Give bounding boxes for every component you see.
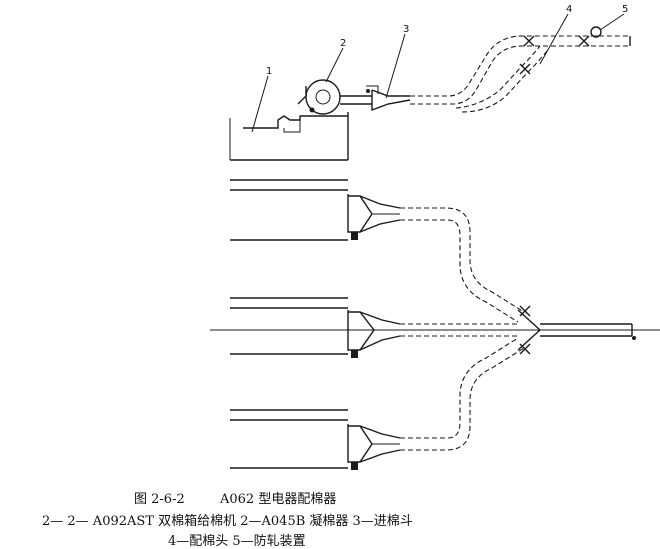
- top-pipe-outer: [410, 35, 630, 97]
- figure-number: 图 2-6-2: [134, 492, 185, 507]
- feeder-step: [283, 120, 301, 133]
- condenser-duct: [350, 95, 372, 105]
- feeder-unit-2: [210, 297, 660, 358]
- anti-jam-device: [590, 26, 631, 46]
- label-leaders: 1 2 3 4 5: [251, 4, 628, 133]
- label-1: 1: [266, 66, 272, 77]
- label-3: 3: [403, 24, 409, 35]
- top-pipe-branch-inner: [461, 49, 549, 113]
- distributor-head-top: [519, 35, 590, 75]
- label-5: 5: [622, 4, 628, 15]
- condenser-hub: [315, 89, 331, 105]
- condenser-drum: [305, 79, 341, 115]
- label-4: 4: [566, 4, 572, 15]
- top-pipe-inner: [410, 45, 630, 105]
- distribution-pipes: [400, 207, 636, 451]
- feeder-unit-1: [230, 179, 401, 241]
- top-assembly: [229, 26, 631, 161]
- inlet-hopper: [366, 85, 411, 112]
- label-2: 2: [340, 38, 346, 49]
- distributor-head-lower: [517, 305, 542, 355]
- condenser-motor: [309, 107, 315, 113]
- figure-title: A062 型电器配棉器: [220, 492, 337, 507]
- top-pipe-branch-outer: [455, 45, 541, 109]
- condenser-housing: [297, 86, 350, 105]
- condenser: [297, 79, 350, 115]
- feeder-unit-3: [230, 409, 401, 470]
- feeder-machine-outline: [243, 115, 348, 129]
